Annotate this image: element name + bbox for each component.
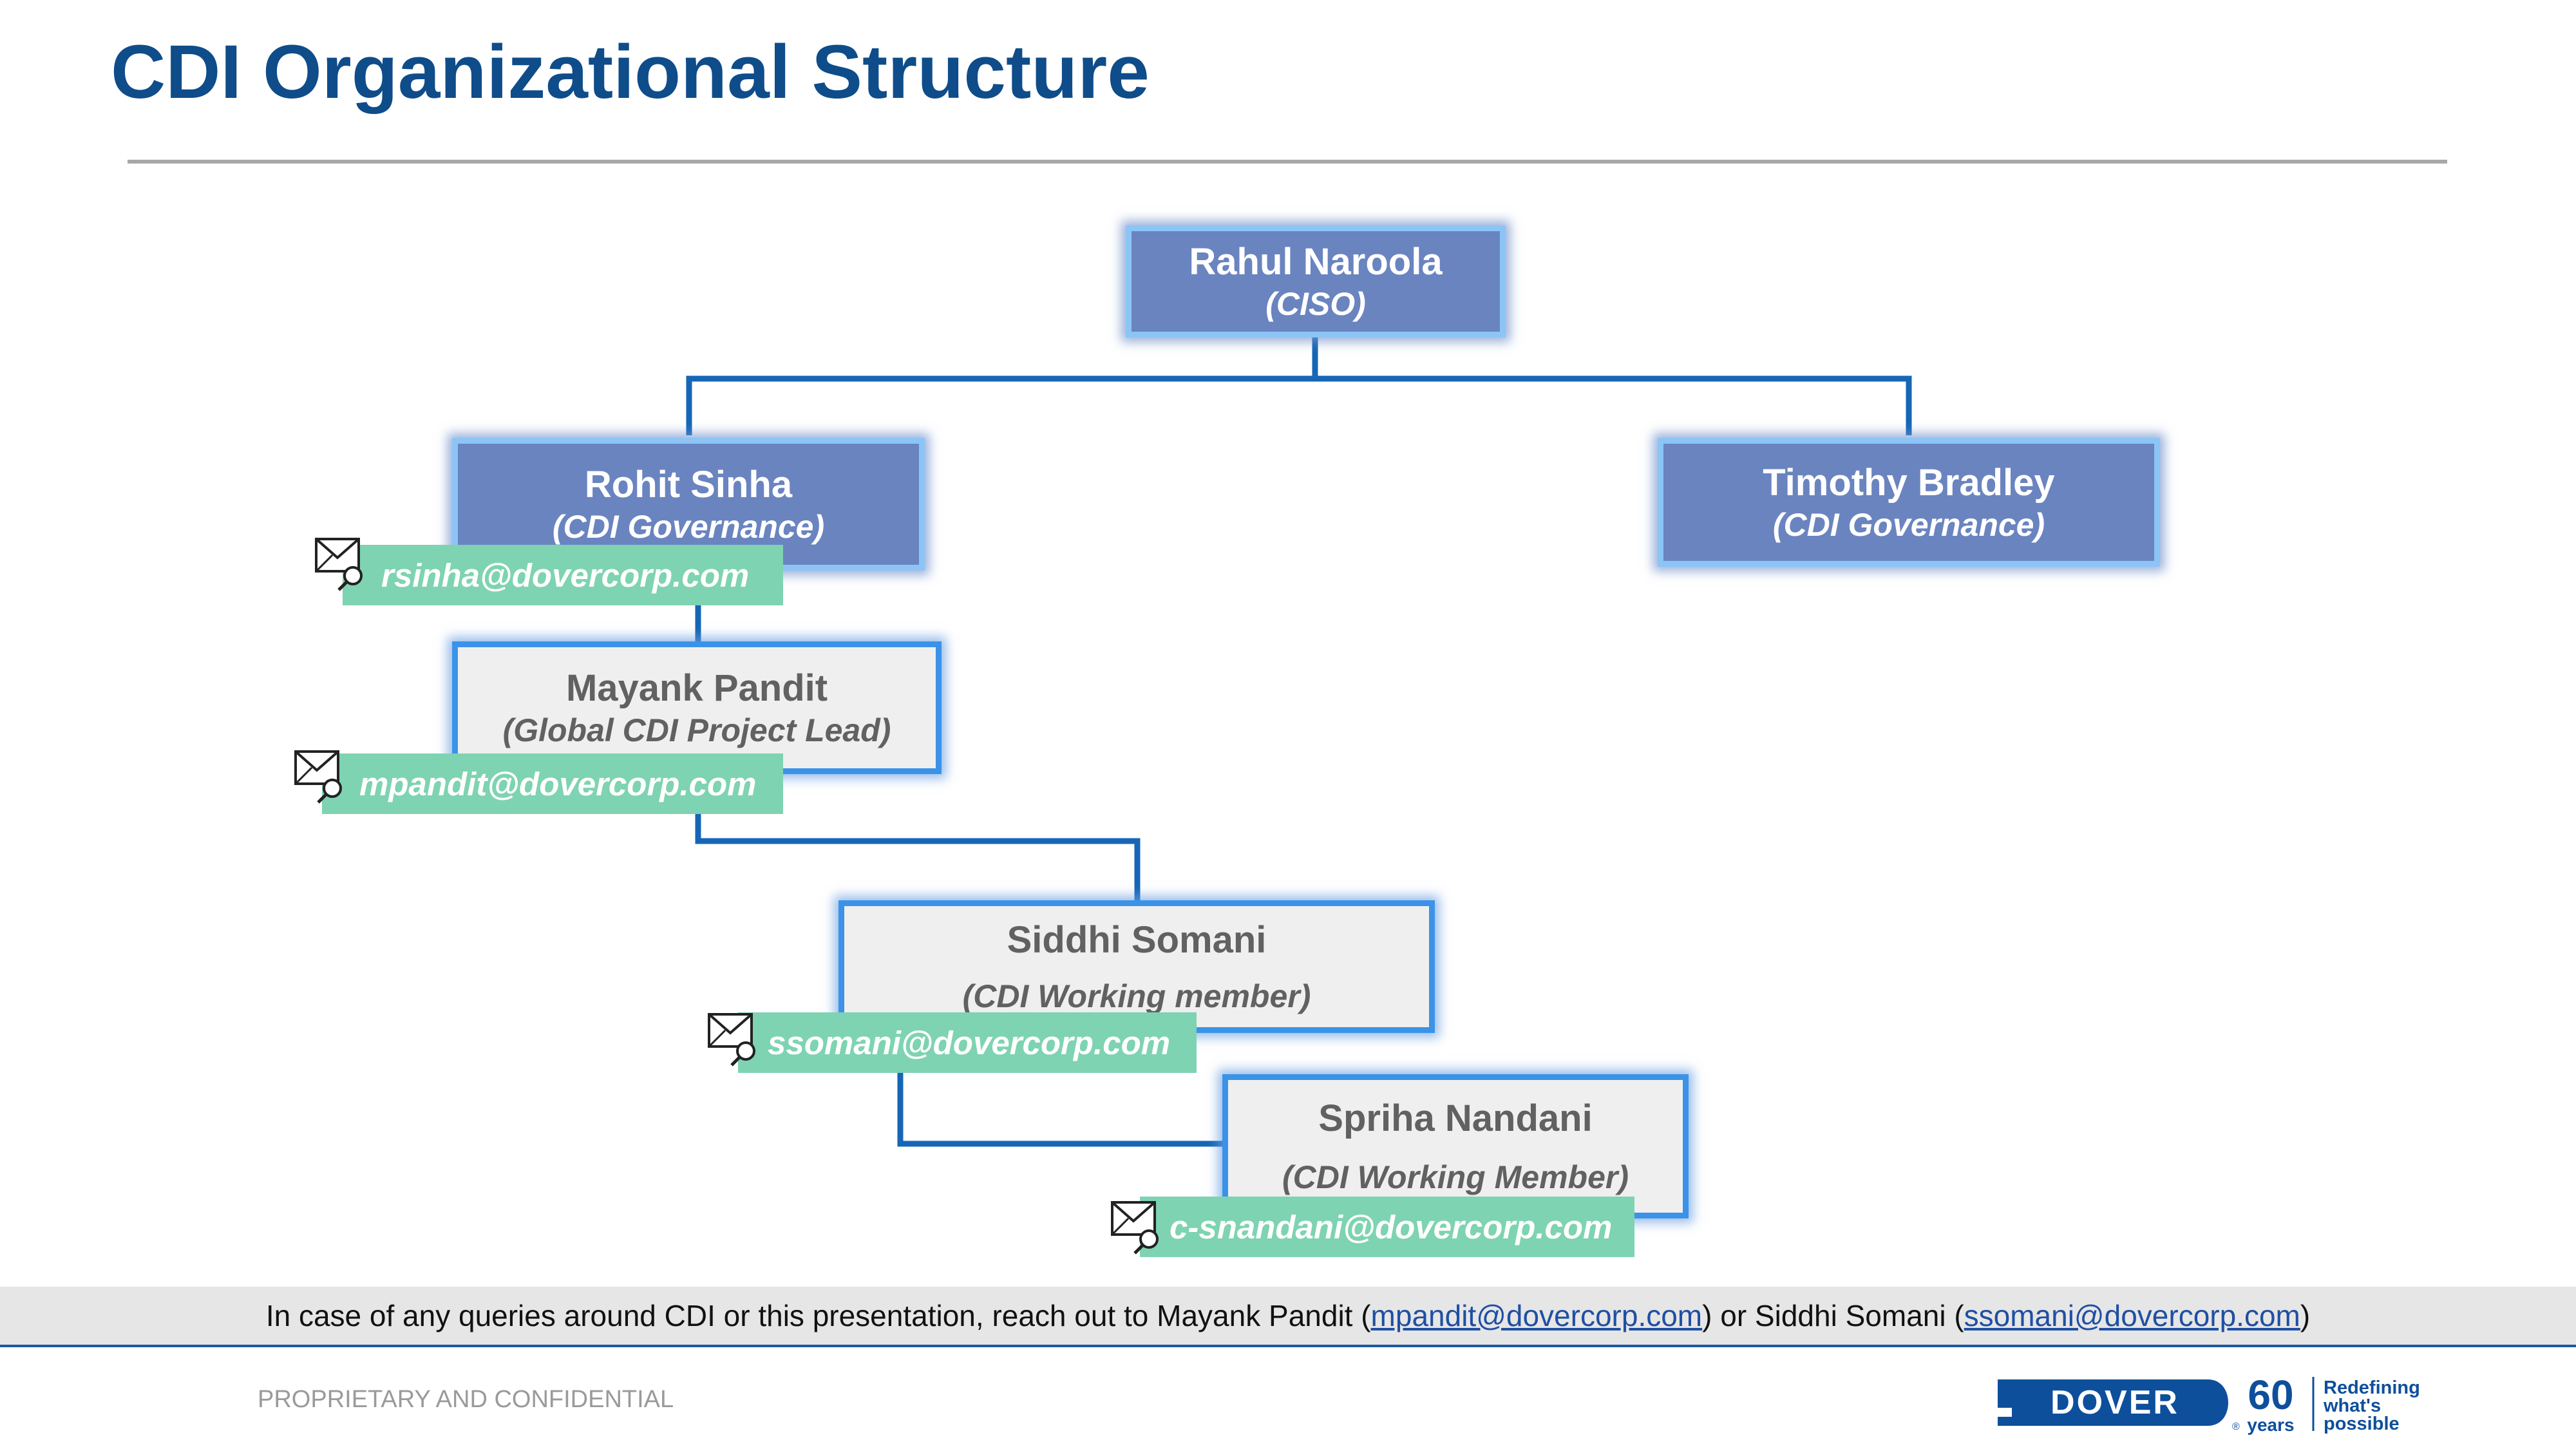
- node-name: Rahul Naroola: [1189, 241, 1443, 283]
- mail-search-icon: [315, 538, 363, 591]
- footer-contact-bar: In case of any queries around CDI or thi…: [0, 1287, 2576, 1345]
- connector-mayank-to-siddhi: [695, 806, 1141, 900]
- logo-anniversary-unit: years: [2247, 1415, 2294, 1435]
- node-role: (Global CDI Project Lead): [502, 712, 891, 748]
- node-name: Spriha Nandani: [1318, 1097, 1593, 1140]
- title-divider: [128, 160, 2447, 164]
- footer-divider: [0, 1345, 2576, 1347]
- logo-tagline-1: Redefining: [2324, 1378, 2420, 1398]
- node-role: (CISO): [1265, 285, 1366, 322]
- node-role: (CDI Working member): [962, 978, 1311, 1014]
- logo-registered-mark: ®: [2232, 1421, 2240, 1432]
- node-name: Siddhi Somani: [1007, 919, 1267, 961]
- node-role: (CDI Governance): [552, 508, 825, 545]
- email-mayank[interactable]: mpandit@dovercorp.com: [322, 753, 783, 814]
- node-role: (CDI Governance): [1772, 506, 2045, 543]
- org-node-rahul: Rahul Naroola (CISO): [1126, 225, 1506, 337]
- org-node-mayank: Mayank Pandit (Global CDI Project Lead): [452, 641, 942, 774]
- org-node-siddhi: Siddhi Somani (CDI Working member): [838, 900, 1435, 1033]
- footer-link-mpandit[interactable]: mpandit@dovercorp.com: [1370, 1299, 1703, 1332]
- org-node-spriha: Spriha Nandani (CDI Working Member): [1222, 1074, 1689, 1218]
- connector-siddhi-to-spriha: [897, 1066, 1226, 1147]
- email-siddhi[interactable]: ssomani@dovercorp.com: [738, 1012, 1197, 1073]
- node-name: Mayank Pandit: [565, 667, 828, 710]
- email-rohit[interactable]: rsinha@dovercorp.com: [343, 545, 783, 605]
- node-name: Rohit Sinha: [584, 464, 793, 506]
- node-name: Timothy Bradley: [1763, 462, 2055, 504]
- logo-tagline-2: what's: [2323, 1396, 2381, 1416]
- logo-tagline-3: possible: [2324, 1414, 2400, 1434]
- org-node-timothy: Timothy Bradley (CDI Governance): [1658, 438, 2160, 567]
- footer-text-middle: ) or Siddhi Somani (: [1702, 1299, 1964, 1332]
- email-spriha[interactable]: c-snandani@dovercorp.com: [1140, 1197, 1634, 1257]
- footer-text-before: In case of any queries around CDI or thi…: [265, 1299, 1371, 1332]
- mail-search-icon: [294, 750, 342, 804]
- footer-text-after: ): [2300, 1299, 2311, 1332]
- confidential-label: PROPRIETARY AND CONFIDENTIAL: [258, 1386, 674, 1413]
- page-title: CDI Organizational Structure: [111, 30, 1150, 115]
- connector-rahul-to-rohit: [686, 335, 1318, 435]
- footer-link-ssomani[interactable]: ssomani@dovercorp.com: [1964, 1299, 2300, 1332]
- logo-anniversary-number: 60: [2248, 1372, 2293, 1418]
- dover-logo-shield: [1998, 1379, 2228, 1426]
- mail-search-icon: [1111, 1201, 1159, 1255]
- mail-search-icon: [708, 1013, 755, 1066]
- dover-logo: DOVER ® 60 years Redefining what's possi…: [1998, 1372, 2420, 1435]
- logo-brand-text: DOVER: [2050, 1384, 2179, 1421]
- node-role: (CDI Working Member): [1282, 1159, 1629, 1195]
- connector-rahul-to-timothy: [1315, 375, 1912, 435]
